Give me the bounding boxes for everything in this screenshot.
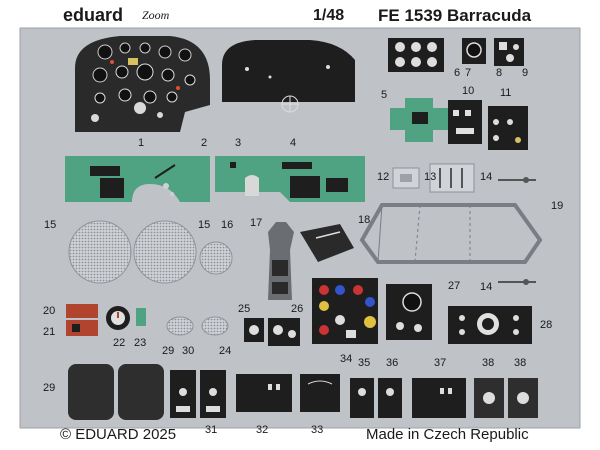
part-number: 29 <box>43 382 56 394</box>
part-number: 6 <box>454 67 461 79</box>
part-number: 21 <box>43 326 56 338</box>
part-15-mesh-disc-left <box>68 220 132 284</box>
part-number: 14 <box>480 171 493 183</box>
part-number: 35 <box>358 357 371 369</box>
part-number: 11 <box>500 87 512 99</box>
set-title: FE 1539 Barracuda <box>378 6 532 25</box>
part-number: 3 <box>235 137 242 149</box>
part-29-seat-cushion-left <box>68 364 114 420</box>
part-number: 7 <box>465 67 472 79</box>
part-4-side-panel-right <box>215 156 365 202</box>
part-21-red-piece <box>66 320 98 336</box>
part-number: 17 <box>250 217 263 229</box>
part-number: 4 <box>290 137 297 149</box>
part-number: 28 <box>540 319 553 331</box>
part-35-panel <box>350 378 374 418</box>
part-number: 14 <box>480 281 493 293</box>
part-number: 38 <box>482 357 495 369</box>
part-number: 30 <box>182 345 195 357</box>
part-number: 37 <box>434 357 447 369</box>
part-24-mesh-oval <box>201 316 229 336</box>
part-29-seat-cushion-right <box>118 364 164 420</box>
part-number: 23 <box>134 337 147 349</box>
part-number: 8 <box>496 67 503 79</box>
part-1-instrument-panel <box>75 36 210 132</box>
part-number: 12 <box>377 171 390 183</box>
part-11-box-panel <box>488 106 528 150</box>
part-number: 33 <box>311 424 324 436</box>
part-number: 34 <box>340 353 353 365</box>
part-38-panel-left <box>474 378 504 418</box>
part-12-bracket <box>392 167 420 189</box>
part-33-black-panel <box>300 374 340 412</box>
part-number: 5 <box>381 89 388 101</box>
part-20-red-piece <box>66 304 98 318</box>
part-number: 38 <box>514 357 527 369</box>
part-number: 19 <box>551 200 564 212</box>
part-number: 36 <box>386 357 399 369</box>
part-30-mesh-oval <box>166 316 194 336</box>
part-27-gauge-panel <box>386 284 432 340</box>
part-number: 15 <box>44 219 57 231</box>
part-number: 10 <box>462 85 475 97</box>
part-number: 32 <box>256 424 269 436</box>
part-36-panel <box>378 378 402 418</box>
part-10-box-panel <box>448 100 482 144</box>
part-number: 2 <box>201 137 208 149</box>
part-34-switch-panel <box>312 278 378 344</box>
part-number: 1 <box>138 137 145 149</box>
part-5-small-green-panel <box>390 98 450 142</box>
part-16-mesh-disc-small <box>199 241 233 275</box>
part-25-panel <box>244 318 264 342</box>
part-number: 9 <box>522 67 529 79</box>
part-14-lever-lower <box>498 279 536 285</box>
part-14-lever-top <box>498 177 536 183</box>
part-9-small-panel <box>494 38 524 66</box>
part-31-box-panels <box>170 370 226 418</box>
part-19-windscreen-frame <box>359 203 543 264</box>
part-23-small-green <box>136 308 146 326</box>
part-6-gauge-panel <box>388 38 444 72</box>
part-38-panel-right <box>508 378 538 418</box>
part-26-panel <box>268 318 300 346</box>
origin-label: Made in Czech Republic <box>366 426 529 443</box>
part-number: 15 <box>198 219 211 231</box>
scale-label: 1/48 <box>313 7 345 24</box>
part-number: 16 <box>221 219 234 231</box>
part-32-black-panel <box>236 374 292 412</box>
part-number: 29 <box>162 345 175 357</box>
part-37-panel <box>412 378 466 418</box>
part-22-dial <box>106 306 130 330</box>
part-17-control-column <box>268 222 294 300</box>
part-number: 26 <box>291 303 304 315</box>
part-13-levers <box>429 163 475 193</box>
part-number: 31 <box>205 424 218 436</box>
part-8-gauge <box>462 38 486 64</box>
part-15-mesh-disc-right <box>133 220 197 284</box>
part-number: 27 <box>448 280 461 292</box>
part-number: 25 <box>238 303 251 315</box>
part-number: 24 <box>219 345 232 357</box>
part-number: 13 <box>424 171 437 183</box>
part-number: 18 <box>358 214 371 226</box>
brand-script: Zoom <box>142 8 170 22</box>
part-number: 20 <box>43 305 56 317</box>
part-2-rear-panel <box>222 40 355 113</box>
part-number: 22 <box>113 337 126 349</box>
part-3-side-panel-left <box>65 156 210 202</box>
part-18-bracket <box>300 224 354 262</box>
part-28-radio-panel <box>448 306 532 344</box>
copyright: © EDUARD 2025 <box>60 426 177 443</box>
brand-logo: eduard <box>63 5 124 25</box>
